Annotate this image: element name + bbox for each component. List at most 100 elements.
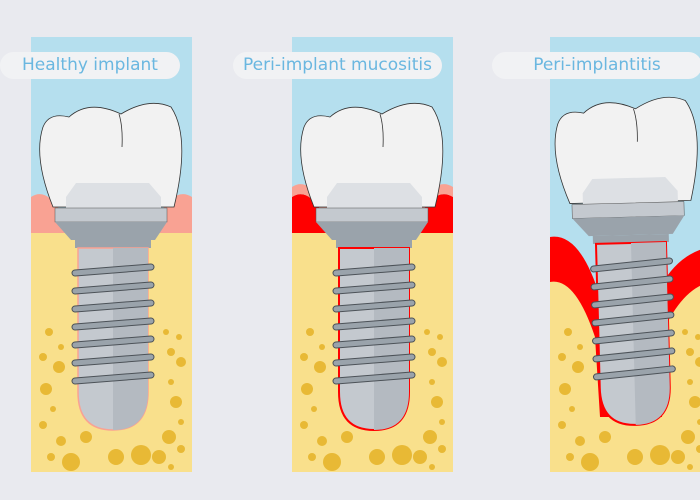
bone-pore (428, 348, 436, 356)
bone (550, 281, 700, 472)
healthy-implant-illustration (31, 37, 192, 472)
bone-pore (392, 445, 412, 465)
panel-healthy-implant (31, 37, 192, 472)
abutment-taper (55, 222, 167, 240)
bone-pore (323, 453, 341, 471)
bone-pore (423, 430, 437, 444)
bone-pore (311, 406, 317, 412)
bone-pore (168, 379, 174, 385)
bone-pore (437, 357, 447, 367)
bone-pore (131, 445, 151, 465)
crown (300, 102, 444, 208)
bone-pore (650, 445, 670, 465)
bone-pore (47, 453, 55, 461)
crown (39, 102, 183, 208)
bone-pore (438, 445, 446, 453)
abutment-taper (316, 222, 428, 240)
bone-pore (177, 445, 185, 453)
label-peri-implant-mucositis: Peri-implant mucositis (233, 52, 442, 79)
bone-pore (577, 344, 583, 350)
implant-collar (336, 240, 412, 248)
screw-thread-face (333, 282, 415, 294)
bone-pore (53, 361, 65, 373)
bone-pore (168, 464, 174, 470)
implant (554, 96, 698, 426)
bone-pore (575, 436, 585, 446)
bone-pore (170, 396, 182, 408)
bone-pore (176, 334, 182, 340)
screw-thread-face (591, 258, 672, 272)
screw-thread-face (72, 318, 154, 330)
bone-pore (671, 450, 685, 464)
bone-pore (314, 361, 326, 373)
bone-pore (682, 329, 688, 335)
screw-thread-face (591, 276, 673, 290)
bone-pore (108, 449, 124, 465)
screw-thread-face (333, 354, 415, 366)
abutment-band (571, 201, 685, 219)
abutment-top (582, 177, 678, 206)
abutment-top (327, 183, 422, 209)
bone-pore (695, 357, 700, 367)
bone-pore (62, 453, 80, 471)
screw-thread-face (72, 300, 154, 312)
panel-peri-implant-mucositis (292, 37, 453, 472)
panel-peri-implantitis (550, 37, 700, 472)
bone-pore (167, 348, 175, 356)
bone-pore (176, 357, 186, 367)
screw-thread-face (333, 318, 415, 330)
bone-pore (56, 436, 66, 446)
bone-pore (40, 383, 52, 395)
abutment-top (66, 183, 161, 209)
label-healthy-implant: Healthy implant (0, 52, 180, 79)
abutment-band (315, 207, 429, 223)
bone-pore (80, 431, 92, 443)
screw-thread-face (592, 294, 673, 308)
bone-pore (566, 453, 574, 461)
bone-pore (308, 453, 316, 461)
bone-pore (437, 334, 443, 340)
implantitis-illustration (550, 37, 700, 472)
crown-groove (633, 108, 638, 142)
screw-thread-face (593, 348, 675, 362)
implant-collar (592, 233, 669, 244)
crown-groove (118, 113, 123, 148)
screw-thread-face (593, 330, 674, 344)
bone-pore (306, 328, 314, 336)
bone-pore (689, 396, 700, 408)
bone-pore (45, 328, 53, 336)
crown-groove (379, 113, 384, 148)
implant (39, 102, 183, 431)
screw-thread-face (593, 366, 675, 380)
screw-thread-face (72, 354, 154, 366)
bone-pore (558, 353, 566, 361)
label-peri-implantitis: Peri-implantitis (492, 52, 700, 79)
bone-pore (300, 353, 308, 361)
bone-pore (681, 430, 695, 444)
screw-thread-face (333, 300, 415, 312)
bone-pore (162, 430, 176, 444)
bone-pore (695, 334, 700, 340)
bone-pore (599, 431, 611, 443)
screw-thread-face (333, 372, 415, 384)
screw-thread-face (72, 264, 154, 276)
bone-pore (569, 406, 575, 412)
screw-thread-face (72, 372, 154, 384)
bone-pore (429, 464, 435, 470)
implant (300, 102, 444, 432)
bone-pore (572, 361, 584, 373)
implant-collar (75, 240, 151, 248)
screw-thread-face (72, 336, 154, 348)
bone-pore (559, 383, 571, 395)
bone-pore (431, 396, 443, 408)
bone-pore (152, 450, 166, 464)
bone-pore (687, 464, 693, 470)
crown (554, 96, 698, 204)
bone-pore (627, 449, 643, 465)
bone-pore (696, 445, 700, 453)
screw-thread-face (333, 336, 415, 348)
bone-pore (58, 344, 64, 350)
bone-pore (697, 419, 700, 425)
bone-pore (301, 383, 313, 395)
abutment-band (54, 207, 168, 223)
